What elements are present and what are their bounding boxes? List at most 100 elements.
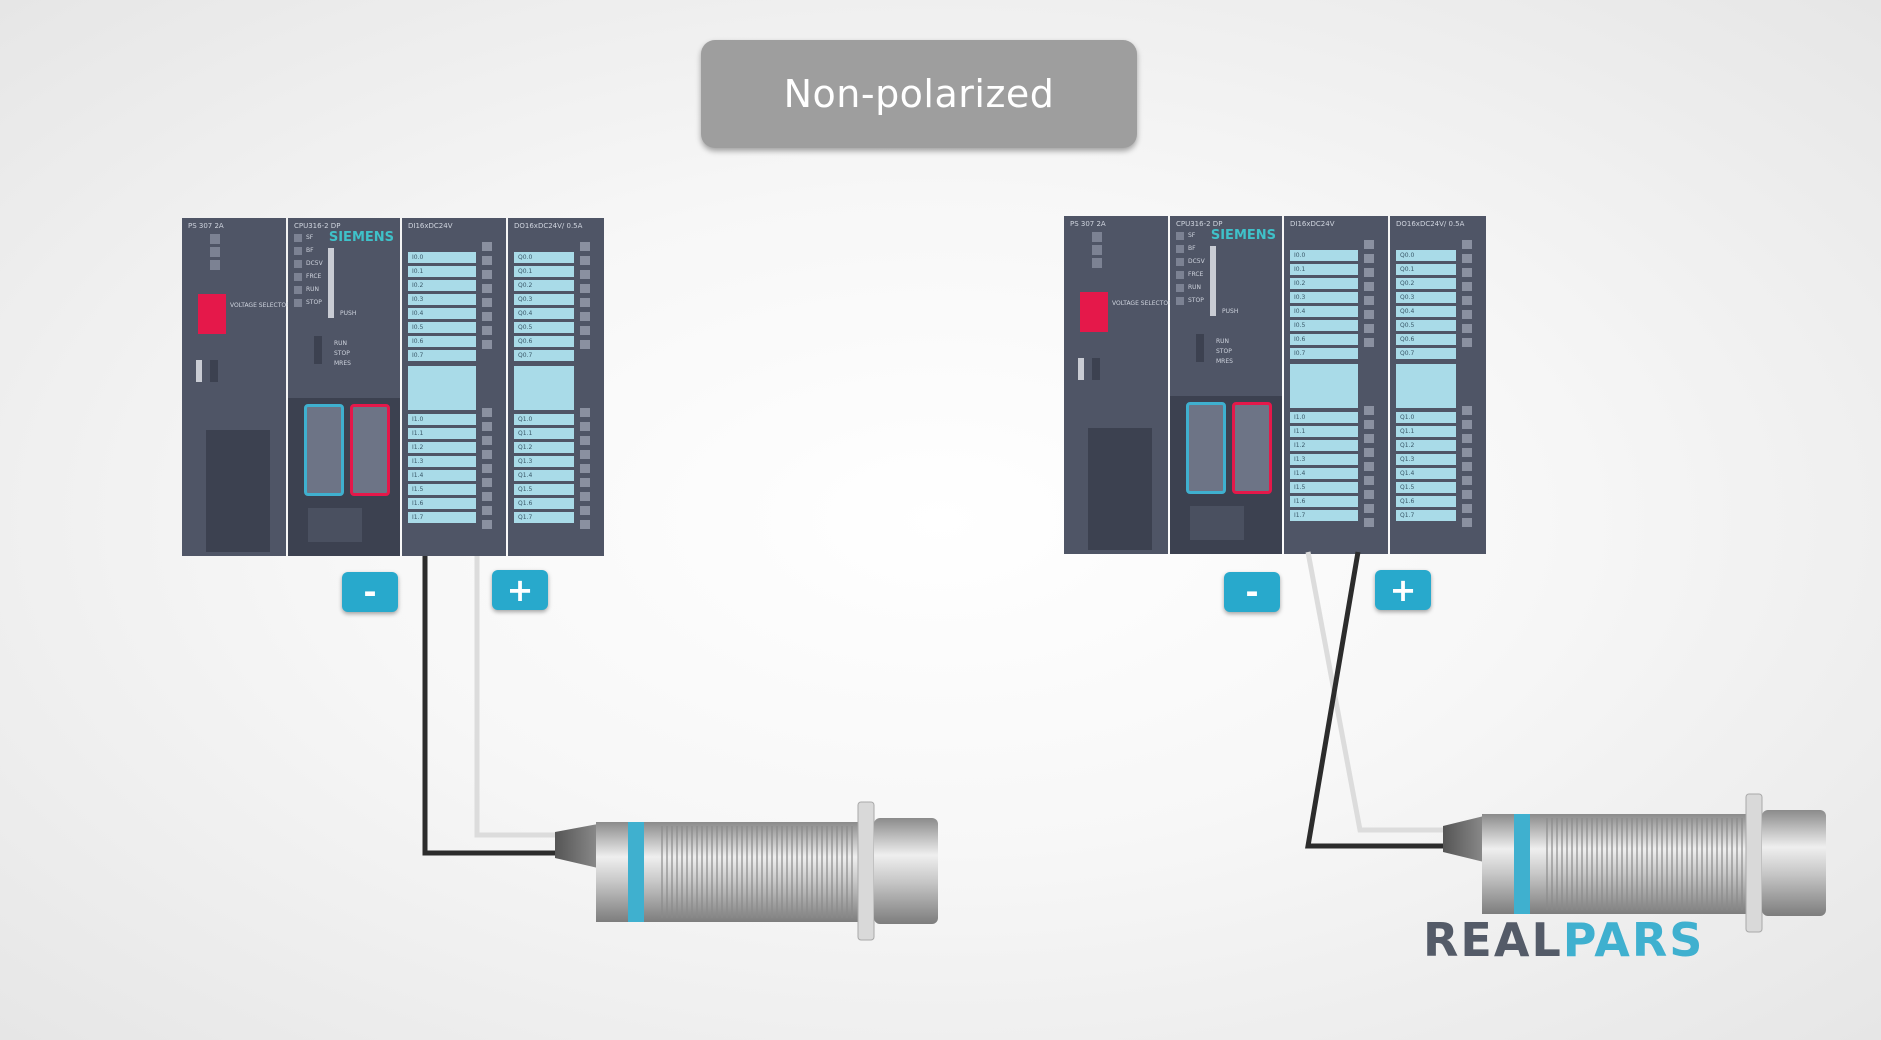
di-channel: I1.3: [408, 456, 476, 467]
cpu-status-led-label: BF: [1188, 245, 1196, 252]
dp-port: [350, 404, 390, 496]
di-channel: I1.0: [1290, 412, 1358, 423]
voltage-selector-switch: [198, 294, 226, 334]
di-channel: I1.3: [1290, 454, 1358, 465]
cpu-terminal: [1190, 506, 1244, 540]
di-terminal: [482, 298, 492, 307]
do-channel: Q0.1: [514, 266, 574, 277]
di-channel: I0.3: [408, 294, 476, 305]
do-terminal: [580, 284, 590, 293]
do-terminal: [1462, 324, 1472, 333]
di-terminal: [482, 520, 492, 529]
do-label: DO16xDC24V/ 0.5A: [1396, 220, 1465, 228]
wire-white-left: [474, 556, 560, 838]
di-channel: I0.1: [408, 266, 476, 277]
do-channel: Q1.2: [514, 442, 574, 453]
cpu-status-led-label: FRCE: [306, 273, 322, 280]
di-terminal: [482, 464, 492, 473]
cpu-status-led-label: SF: [1188, 232, 1196, 239]
do-channel: Q1.2: [1396, 440, 1456, 451]
di-terminal: [1364, 434, 1374, 443]
mode-label: STOP: [1216, 348, 1232, 355]
push-label: PUSH: [1222, 308, 1239, 315]
do-channel: Q0.3: [1396, 292, 1456, 303]
di-terminal: [1364, 282, 1374, 291]
ps-led: [210, 234, 220, 244]
do-terminal: [580, 478, 590, 487]
voltage-selector-label: VOLTAGE SELECTOR: [1112, 300, 1173, 307]
cpu-status-led: [1176, 232, 1184, 240]
do-terminal: [1462, 240, 1472, 249]
di-terminal: [482, 436, 492, 445]
di-terminal: [1364, 420, 1374, 429]
di-terminal: [1364, 490, 1374, 499]
do-blank: [1396, 364, 1456, 408]
mpi-port: [304, 404, 344, 496]
power-switch-2: [210, 360, 218, 382]
do-terminal: [580, 340, 590, 349]
cpu-status-led: [1176, 284, 1184, 292]
do-channel: Q1.0: [514, 414, 574, 425]
cpu-status-led: [294, 286, 302, 294]
ps-label: PS 307 2A: [1070, 220, 1106, 228]
di-channel: I0.7: [408, 350, 476, 361]
di-terminal: [1364, 476, 1374, 485]
mode-switch: [314, 336, 322, 364]
do-channel: Q1.7: [514, 512, 574, 523]
do-terminal: [580, 450, 590, 459]
di-terminal: [1364, 240, 1374, 249]
do-channel: Q0.7: [514, 350, 574, 361]
di-terminal: [482, 450, 492, 459]
di-terminal: [482, 506, 492, 515]
do-terminal: [580, 270, 590, 279]
di-terminal: [482, 340, 492, 349]
cpu-status-led-label: DC5V: [306, 260, 323, 267]
do-channel: Q1.5: [1396, 482, 1456, 493]
di-channel: I0.0: [1290, 250, 1358, 261]
di-terminal: [482, 478, 492, 487]
do-blank: [514, 366, 574, 410]
di-terminal: [1364, 462, 1374, 471]
di-channel: I0.3: [1290, 292, 1358, 303]
di-channel: I0.7: [1290, 348, 1358, 359]
mpi-port: [1186, 402, 1226, 494]
mode-label: RUN: [1216, 338, 1230, 345]
do-terminal: [580, 520, 590, 529]
di-terminal: [482, 422, 492, 431]
do-channel: Q1.1: [514, 428, 574, 439]
do-channel: Q1.1: [1396, 426, 1456, 437]
di-terminal: [482, 312, 492, 321]
di-terminal: [1364, 324, 1374, 333]
do-terminal: [580, 436, 590, 445]
cpu-status-led: [1176, 271, 1184, 279]
power-switch: [196, 360, 202, 382]
plus-terminal-left: +: [492, 570, 548, 610]
do-channel: Q0.1: [1396, 264, 1456, 275]
mmc-slot: [1210, 246, 1216, 316]
logo-part-real: REAL: [1423, 913, 1563, 967]
di-channel: I0.5: [1290, 320, 1358, 331]
di-terminal: [482, 492, 492, 501]
siemens-brand: SIEMENS: [328, 230, 394, 245]
do-terminal: [1462, 406, 1472, 415]
siemens-brand: SIEMENS: [1210, 228, 1276, 243]
di-channel: I1.7: [408, 512, 476, 523]
di-channel: I1.6: [408, 498, 476, 509]
cpu-status-led-label: RUN: [1188, 284, 1202, 291]
di-terminal: [482, 408, 492, 417]
di-blank: [408, 366, 476, 410]
title-banner: Non-polarized: [701, 40, 1137, 148]
do-terminal: [580, 408, 590, 417]
title-text: Non-polarized: [783, 72, 1055, 116]
di-channel: I0.6: [408, 336, 476, 347]
di-channel: I0.0: [408, 252, 476, 263]
logo-part-pars: PARS: [1562, 913, 1705, 967]
cpu-status-led: [1176, 258, 1184, 266]
di-channel: I1.2: [1290, 440, 1358, 451]
di-label: DI16xDC24V: [1290, 220, 1335, 228]
do-terminal: [1462, 448, 1472, 457]
cpu-status-led-label: DC5V: [1188, 258, 1205, 265]
di-terminal: [1364, 310, 1374, 319]
do-terminal: [1462, 518, 1472, 527]
